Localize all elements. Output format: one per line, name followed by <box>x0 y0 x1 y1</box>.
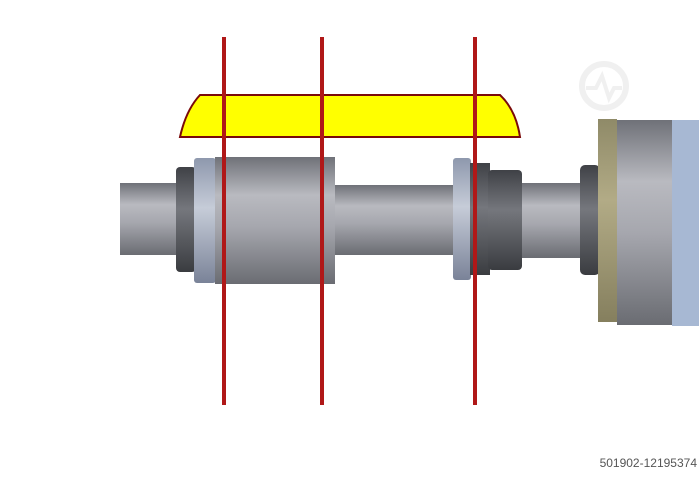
flange-plate <box>598 119 617 322</box>
shaft-right <box>522 183 582 258</box>
shaft-left-end <box>120 183 180 255</box>
image-id-text: 501902-12195374 <box>599 456 697 470</box>
ring-right <box>453 158 471 280</box>
ring-left <box>194 158 216 283</box>
highlight-zone <box>178 94 522 138</box>
gear-logo-watermark <box>579 61 629 111</box>
collar <box>580 165 600 275</box>
shaft-middle <box>335 185 455 255</box>
marker-lines <box>222 37 477 405</box>
bearing-housing <box>215 157 335 284</box>
motor-housing-blue <box>672 120 699 326</box>
nut-left <box>176 167 196 272</box>
motor-housing <box>617 120 672 325</box>
nut-right <box>488 170 522 270</box>
